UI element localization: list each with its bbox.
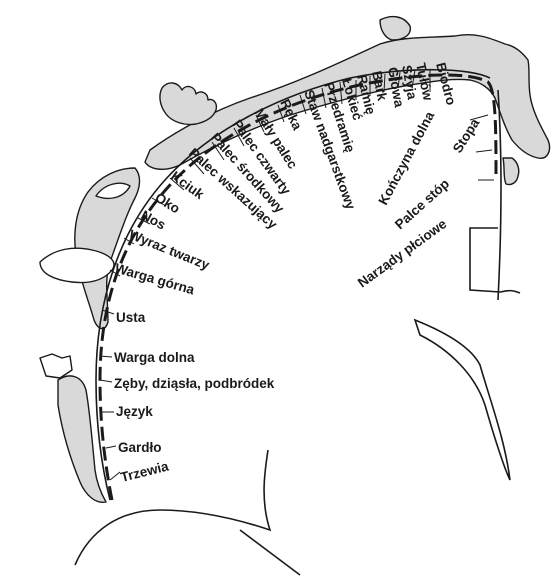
homunculus-hip [380, 17, 410, 40]
label-zeby: Zęby, dziąsła, podbródek [114, 376, 275, 391]
homunculus-hand [160, 83, 216, 125]
label-stopa: Stopa [450, 115, 483, 155]
label-jezyk: Język [116, 404, 153, 419]
ventricle-outline [415, 320, 510, 480]
label-warga-gorna: Warga górna [113, 260, 196, 297]
label-usta: Usta [116, 310, 146, 325]
midline-line [498, 90, 501, 300]
homunculus-lips [40, 248, 114, 282]
label-kciuk: Kciuk [168, 168, 207, 202]
sulcus-right-top [470, 228, 520, 293]
label-gardlo: Gardło [118, 440, 162, 455]
label-nos: Nos [139, 207, 169, 232]
homunculus-teeth [40, 354, 72, 378]
sulcus-lower-right [240, 530, 300, 575]
homunculus-toes [503, 158, 519, 185]
sulcus-lower-left [75, 450, 270, 565]
labels: Biodro Tułów Szyja Głowa Bark Ramię Łoki… [113, 61, 483, 485]
label-trzewia: Trzewia [119, 458, 170, 484]
label-warga-dolna: Warga dolna [114, 350, 195, 365]
